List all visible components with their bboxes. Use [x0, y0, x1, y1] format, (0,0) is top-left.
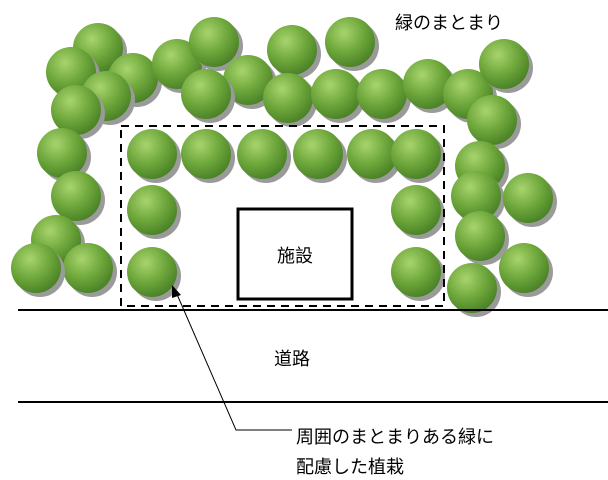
facility-label: 施設: [277, 246, 313, 267]
callout-arrowhead: [172, 285, 181, 298]
tree: [451, 171, 501, 221]
tree: [11, 243, 61, 293]
tree: [263, 73, 313, 123]
tree: [181, 129, 231, 179]
tree: [391, 247, 441, 297]
tree: [357, 69, 407, 119]
planting-boundary: [120, 125, 445, 307]
tree: [499, 243, 549, 293]
tree-group: [11, 17, 557, 317]
tree: [467, 95, 517, 145]
tree: [267, 25, 317, 75]
tree: [347, 129, 397, 179]
greenery-label: 緑のまとまり: [395, 13, 503, 34]
tree: [127, 129, 177, 179]
facility-box: [236, 207, 354, 301]
tree: [479, 39, 529, 89]
tree: [391, 185, 441, 235]
tree: [189, 17, 239, 67]
road-label: 道路: [274, 349, 310, 370]
tree: [237, 129, 287, 179]
callout-text-line2: 配慮した植栽: [296, 457, 404, 478]
tree: [223, 55, 273, 105]
tree: [63, 243, 113, 293]
tree: [51, 171, 101, 221]
tree: [127, 247, 177, 297]
callout-text-line1: 周囲のまとまりある緑に: [296, 427, 494, 448]
tree: [311, 69, 361, 119]
tree: [46, 47, 96, 97]
tree: [181, 69, 231, 119]
tree: [293, 129, 343, 179]
callout-leader-line: [175, 291, 292, 431]
tree: [455, 211, 505, 261]
tree: [403, 59, 453, 109]
tree: [391, 129, 441, 179]
tree: [503, 173, 553, 223]
tree: [51, 85, 101, 135]
tree: [325, 17, 375, 67]
tree: [447, 263, 497, 313]
tree: [37, 128, 87, 178]
tree: [127, 185, 177, 235]
